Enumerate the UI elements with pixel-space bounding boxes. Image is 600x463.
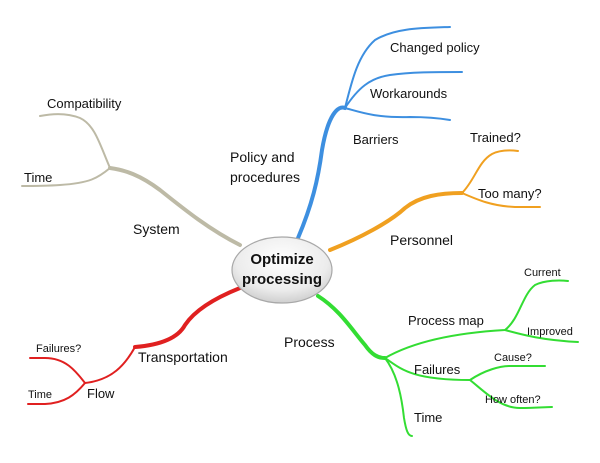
flow-failures-line [29, 357, 86, 384]
system-sub-line-compatibility [39, 113, 111, 169]
flow-child-failures[interactable]: Failures? [36, 343, 81, 355]
process-map-child-current[interactable]: Current [524, 267, 561, 279]
process-failures-cause-line [469, 365, 546, 381]
system-trunk-line [108, 166, 242, 247]
transportation-flow-line [84, 346, 136, 384]
policy-sub-line-barriers [344, 107, 451, 121]
process-failures-howoften-line [469, 379, 553, 410]
central-topic-line2: processing [242, 271, 322, 288]
policy-branch [296, 26, 463, 240]
process-map-improved-line [504, 329, 579, 343]
policy-sub-line-changed [344, 26, 451, 109]
policy-child-workarounds[interactable]: Workarounds [370, 86, 448, 101]
transportation-branch [27, 286, 242, 406]
policy-sub-line-workarounds [344, 71, 463, 109]
policy-child-barriers[interactable]: Barriers [353, 132, 399, 147]
personnel-branch [328, 149, 541, 252]
transportation-trunk-line [133, 286, 242, 349]
process-time-label[interactable]: Time [414, 410, 442, 425]
flow-child-time[interactable]: Time [28, 389, 52, 401]
flow-time-line [27, 382, 86, 406]
process-map-line [384, 279, 569, 359]
system-child-time[interactable]: Time [24, 170, 52, 185]
process-time-line [384, 357, 413, 437]
process-trunk-line [316, 294, 387, 360]
system-branch [21, 113, 242, 247]
personnel-child-trained[interactable]: Trained? [470, 130, 521, 145]
central-topic[interactable]: Optimize processing [231, 236, 333, 304]
personnel-child-too-many[interactable]: Too many? [478, 186, 542, 201]
process-map-child-improved[interactable]: Improved [527, 326, 573, 338]
system-sub-line-time [21, 167, 111, 187]
personnel-trunk-line [328, 191, 464, 252]
transportation-label[interactable]: Transportation [138, 349, 228, 365]
system-child-compatibility[interactable]: Compatibility [47, 96, 122, 111]
policy-trunk-line [296, 105, 347, 240]
process-failures-child-cause[interactable]: Cause? [494, 352, 532, 364]
policy-child-changed-policy[interactable]: Changed policy [390, 40, 480, 55]
personnel-sub-line-trained [461, 149, 519, 194]
process-label[interactable]: Process [284, 334, 335, 350]
process-map-label[interactable]: Process map [408, 313, 484, 328]
policy-label-line2[interactable]: procedures [230, 169, 300, 185]
process-branch [316, 279, 579, 437]
system-label[interactable]: System [133, 221, 180, 237]
process-failures-label[interactable]: Failures [414, 362, 461, 377]
central-topic-bubble [231, 236, 333, 304]
flow-label[interactable]: Flow [87, 386, 115, 401]
central-topic-line1: Optimize [250, 251, 313, 268]
personnel-sub-line-toomany [461, 192, 541, 209]
process-failures-child-how-often[interactable]: How often? [485, 394, 541, 406]
policy-label-line1[interactable]: Policy and [230, 149, 295, 165]
process-failures-line [384, 357, 471, 381]
personnel-label[interactable]: Personnel [390, 232, 453, 248]
